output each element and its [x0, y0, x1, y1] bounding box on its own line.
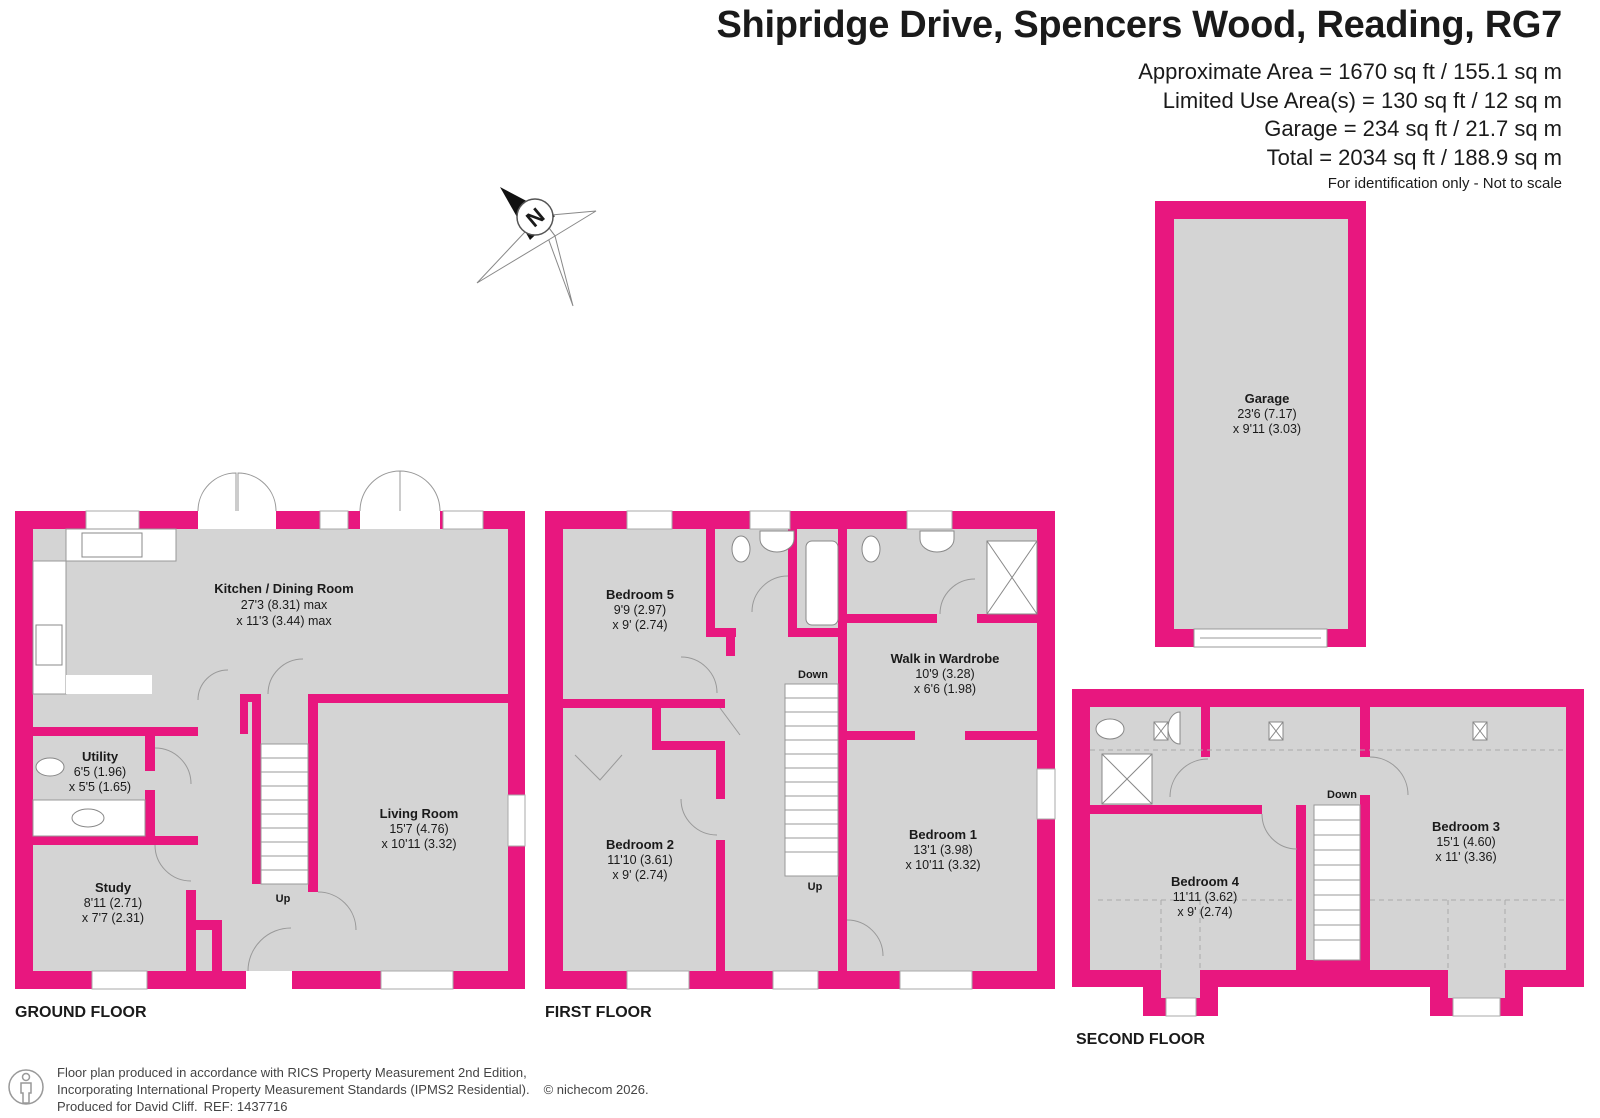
ground-floor-plan	[15, 470, 526, 990]
svg-text:x 7'7 (2.31): x 7'7 (2.31)	[82, 911, 144, 925]
room-label-bedroom-3: Bedroom 3 15'1 (4.60) x 11' (3.36)	[1432, 819, 1500, 864]
room-label-bedroom-1: Bedroom 1 13'1 (3.98) x 10'11 (3.32)	[905, 827, 980, 872]
scale-note: For identification only - Not to scale	[1327, 175, 1562, 192]
svg-text:x 9'11 (3.03): x 9'11 (3.03)	[1233, 422, 1301, 436]
stairs-down-second: Down	[1327, 789, 1357, 801]
svg-text:11'10 (3.61): 11'10 (3.61)	[607, 853, 672, 867]
svg-text:Garage: Garage	[1245, 391, 1290, 406]
svg-text:8'11 (2.71): 8'11 (2.71)	[84, 896, 142, 910]
svg-text:11'11 (3.62): 11'11 (3.62)	[1173, 890, 1237, 904]
svg-text:6'5 (1.96): 6'5 (1.96)	[74, 765, 126, 779]
room-label-study: Study 8'11 (2.71) x 7'7 (2.31)	[82, 880, 144, 925]
room-label-garage: Garage 23'6 (7.17) x 9'11 (3.03)	[1233, 391, 1301, 436]
first-floor-plan	[545, 510, 1056, 990]
footer: Floor plan produced in accordance with R…	[57, 1064, 649, 1115]
room-label-living: Living Room 15'7 (4.76) x 10'11 (3.32)	[380, 806, 459, 851]
area-approximate: Approximate Area = 1670 sq ft / 155.1 sq…	[1138, 59, 1562, 84]
svg-text:Living Room: Living Room	[380, 806, 459, 821]
first-floor-label: FIRST FLOOR	[545, 1004, 652, 1021]
second-floor-label: SECOND FLOOR	[1076, 1031, 1205, 1048]
svg-text:x 10'11 (3.32): x 10'11 (3.32)	[905, 858, 980, 872]
stairs-up-first: Up	[808, 881, 823, 893]
area-limited-use: Limited Use Area(s) = 130 sq ft / 12 sq …	[1162, 87, 1562, 113]
svg-text:15'7 (4.76): 15'7 (4.76)	[389, 822, 448, 836]
second-floor-plan	[1072, 689, 1584, 1017]
room-label-bedroom-2: Bedroom 2 11'10 (3.61) x 9' (2.74)	[606, 837, 674, 882]
room-label-bedroom-5: Bedroom 5 9'9 (2.97) x 9' (2.74)	[606, 587, 674, 632]
svg-text:Kitchen / Dining Room: Kitchen / Dining Room	[214, 581, 353, 596]
footer-copyright: © nichecom 2026.	[543, 1082, 649, 1097]
svg-text:Utility: Utility	[82, 749, 119, 764]
svg-text:x 9' (2.74): x 9' (2.74)	[612, 618, 667, 632]
footer-line-2: Incorporating International Property Mea…	[57, 1082, 530, 1097]
room-label-bedroom-4: Bedroom 4 11'11 (3.62) x 9' (2.74)	[1171, 874, 1240, 919]
svg-text:x 6'6 (1.98): x 6'6 (1.98)	[914, 682, 976, 696]
svg-text:Bedroom 3: Bedroom 3	[1432, 819, 1500, 834]
svg-text:9'9 (2.97): 9'9 (2.97)	[614, 603, 666, 617]
garage-plan	[1155, 201, 1366, 648]
person-icon	[8, 1069, 44, 1105]
footer-ref: REF: 1437716	[203, 1099, 288, 1114]
svg-text:x 9' (2.74): x 9' (2.74)	[612, 868, 667, 882]
page-title: Shipridge Drive, Spencers Wood, Reading,…	[716, 4, 1563, 46]
svg-text:x 11' (3.36): x 11' (3.36)	[1435, 850, 1496, 864]
footer-line-3: Produced for David Cliff.	[57, 1099, 198, 1114]
svg-text:x 10'11 (3.32): x 10'11 (3.32)	[381, 837, 456, 851]
room-label-utility: Utility 6'5 (1.96) x 5'5 (1.65)	[69, 749, 131, 794]
compass-icon: N	[476, 187, 597, 307]
stairs-up-ground: Up	[276, 893, 291, 905]
svg-text:x 11'3 (3.44) max: x 11'3 (3.44) max	[236, 614, 332, 628]
area-garage: Garage = 234 sq ft / 21.7 sq m	[1264, 116, 1562, 141]
area-total: Total = 2034 sq ft / 188.9 sq m	[1266, 144, 1562, 170]
svg-text:Walk in Wardrobe: Walk in Wardrobe	[891, 651, 1000, 666]
area-summary: Approximate Area = 1670 sq ft / 155.1 sq…	[1138, 58, 1562, 196]
svg-text:10'9 (3.28): 10'9 (3.28)	[915, 667, 974, 681]
svg-text:15'1 (4.60): 15'1 (4.60)	[1436, 835, 1495, 849]
ground-floor-label: GROUND FLOOR	[15, 1004, 147, 1021]
svg-text:27'3 (8.31) max: 27'3 (8.31) max	[241, 598, 328, 612]
svg-text:13'1 (3.98): 13'1 (3.98)	[913, 843, 972, 857]
svg-text:x 5'5 (1.65): x 5'5 (1.65)	[69, 780, 131, 794]
svg-text:x 9' (2.74): x 9' (2.74)	[1177, 905, 1232, 919]
stairs-down-first: Down	[798, 669, 828, 681]
svg-text:Study: Study	[95, 880, 132, 895]
svg-text:Bedroom 2: Bedroom 2	[606, 837, 674, 852]
svg-text:Bedroom 5: Bedroom 5	[606, 587, 674, 602]
svg-text:Bedroom 1: Bedroom 1	[909, 827, 977, 842]
room-label-kitchen: Kitchen / Dining Room 27'3 (8.31) max x …	[214, 581, 353, 628]
room-label-walk-in-wardrobe: Walk in Wardrobe 10'9 (3.28) x 6'6 (1.98…	[891, 651, 1000, 696]
footer-line-1: Floor plan produced in accordance with R…	[57, 1065, 527, 1080]
svg-text:23'6 (7.17): 23'6 (7.17)	[1237, 407, 1296, 421]
svg-text:Bedroom 4: Bedroom 4	[1171, 874, 1240, 889]
